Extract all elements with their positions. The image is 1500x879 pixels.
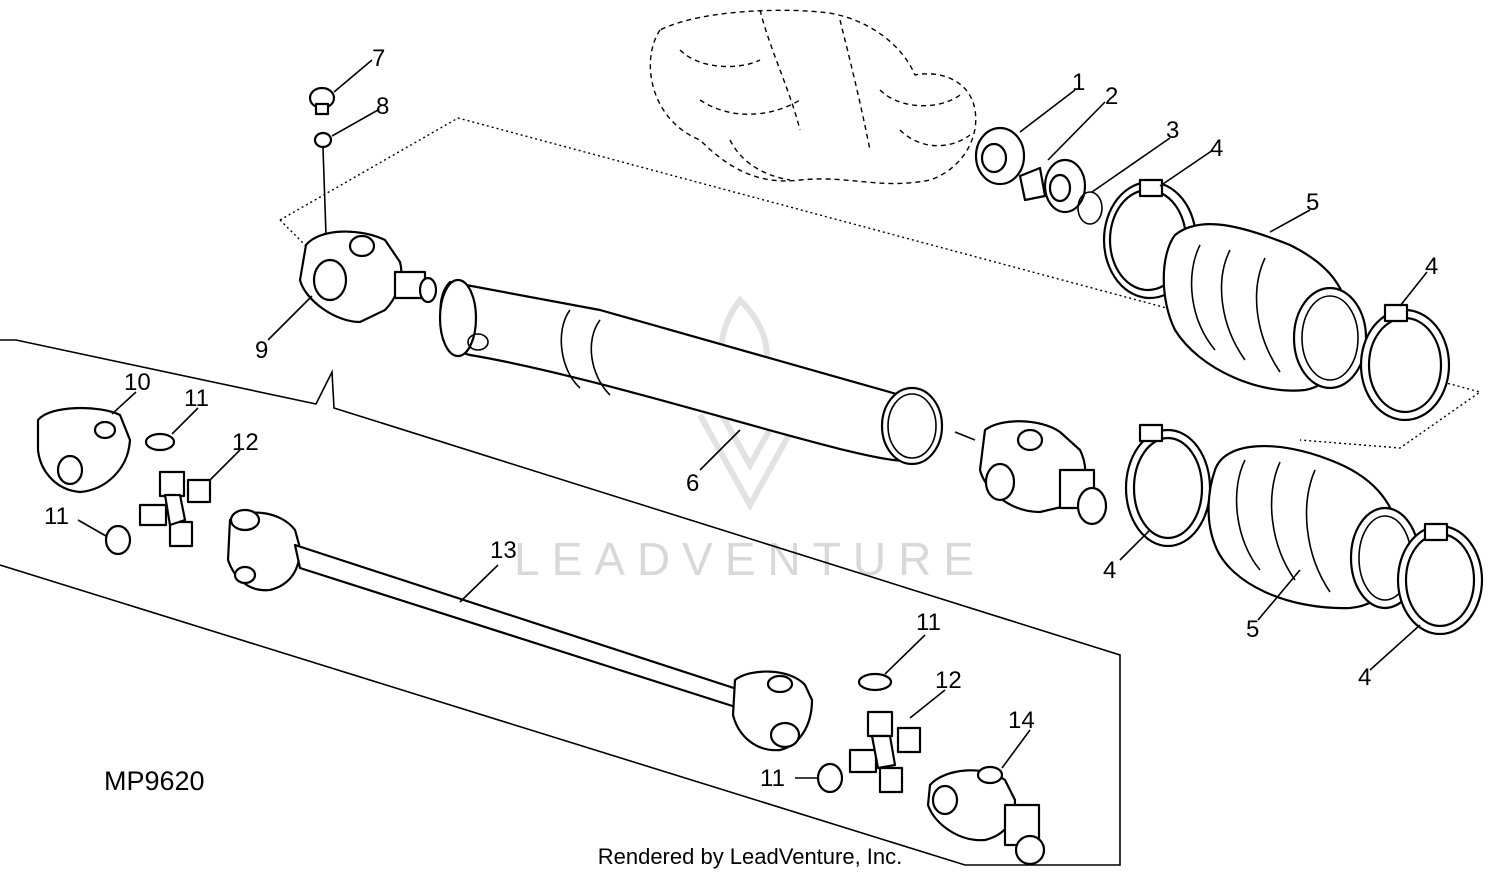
callout-10: 10 [124,369,151,396]
part-4-clamp-lower-right [1396,522,1484,636]
callout-4-lower-right: 4 [1358,664,1371,691]
assembly-outline-lower [0,339,1121,866]
callout-2: 2 [1105,83,1118,110]
part-3-snap-ring [1077,191,1103,225]
part-11-snap-ring-b [104,524,132,556]
callout-13: 13 [490,537,517,564]
callout-11-b: 11 [44,503,69,530]
callout-9: 9 [255,337,268,364]
callout-4-lower-left: 4 [1103,557,1116,584]
part-5-boot-lower [1207,445,1421,610]
callout-11-a: 11 [184,385,209,412]
part-8-washer [313,131,333,236]
u-joint-right [954,420,1108,526]
callout-11-d: 11 [760,765,785,792]
part-4-clamp-upper-right [1359,303,1451,422]
callout-3: 3 [1166,117,1179,144]
callout-7: 7 [372,45,385,72]
part-12-cross-b [848,710,922,794]
callout-12-b: 12 [935,667,962,694]
callout-1: 1 [1072,69,1085,96]
part-10-yoke [36,407,132,494]
part-2-bearing [1018,158,1087,214]
figure-id: MP9620 [104,766,205,796]
callout-6: 6 [686,470,699,497]
part-6-shield [438,278,944,466]
watermark: LEADVENTURE [514,533,986,585]
callout-5-upper: 5 [1306,189,1319,216]
part-12-cross-a [138,470,212,548]
part-5-boot-upper [1162,223,1368,392]
transmission-housing [649,9,977,185]
callout-11-c: 11 [916,609,941,636]
credit-line: Rendered by LeadVenture, Inc. [597,844,903,869]
part-11-snap-ring-a [144,432,176,452]
part-4-clamp-lower-left [1124,423,1212,548]
callout-14: 14 [1008,707,1035,734]
part-7-grease-fitting [308,86,336,116]
part-11-snap-ring-c [857,672,893,692]
callout-4-upper-left: 4 [1210,135,1223,162]
callout-12-a: 12 [232,429,259,456]
leader-lines [77,59,1428,779]
part-1-bearing [974,126,1026,186]
callout-4-upper-right: 4 [1425,253,1438,280]
callout-5-lower: 5 [1246,616,1259,643]
callout-8: 8 [376,93,389,120]
part-13-drive-shaft [226,508,814,752]
part-9-yoke [298,230,438,324]
callouts: 1 2 3 4 5 4 7 8 9 6 10 11 12 11 13 4 5 4… [44,45,1438,792]
part-11-snap-ring-d [816,762,844,794]
part-14-yoke [926,765,1046,866]
